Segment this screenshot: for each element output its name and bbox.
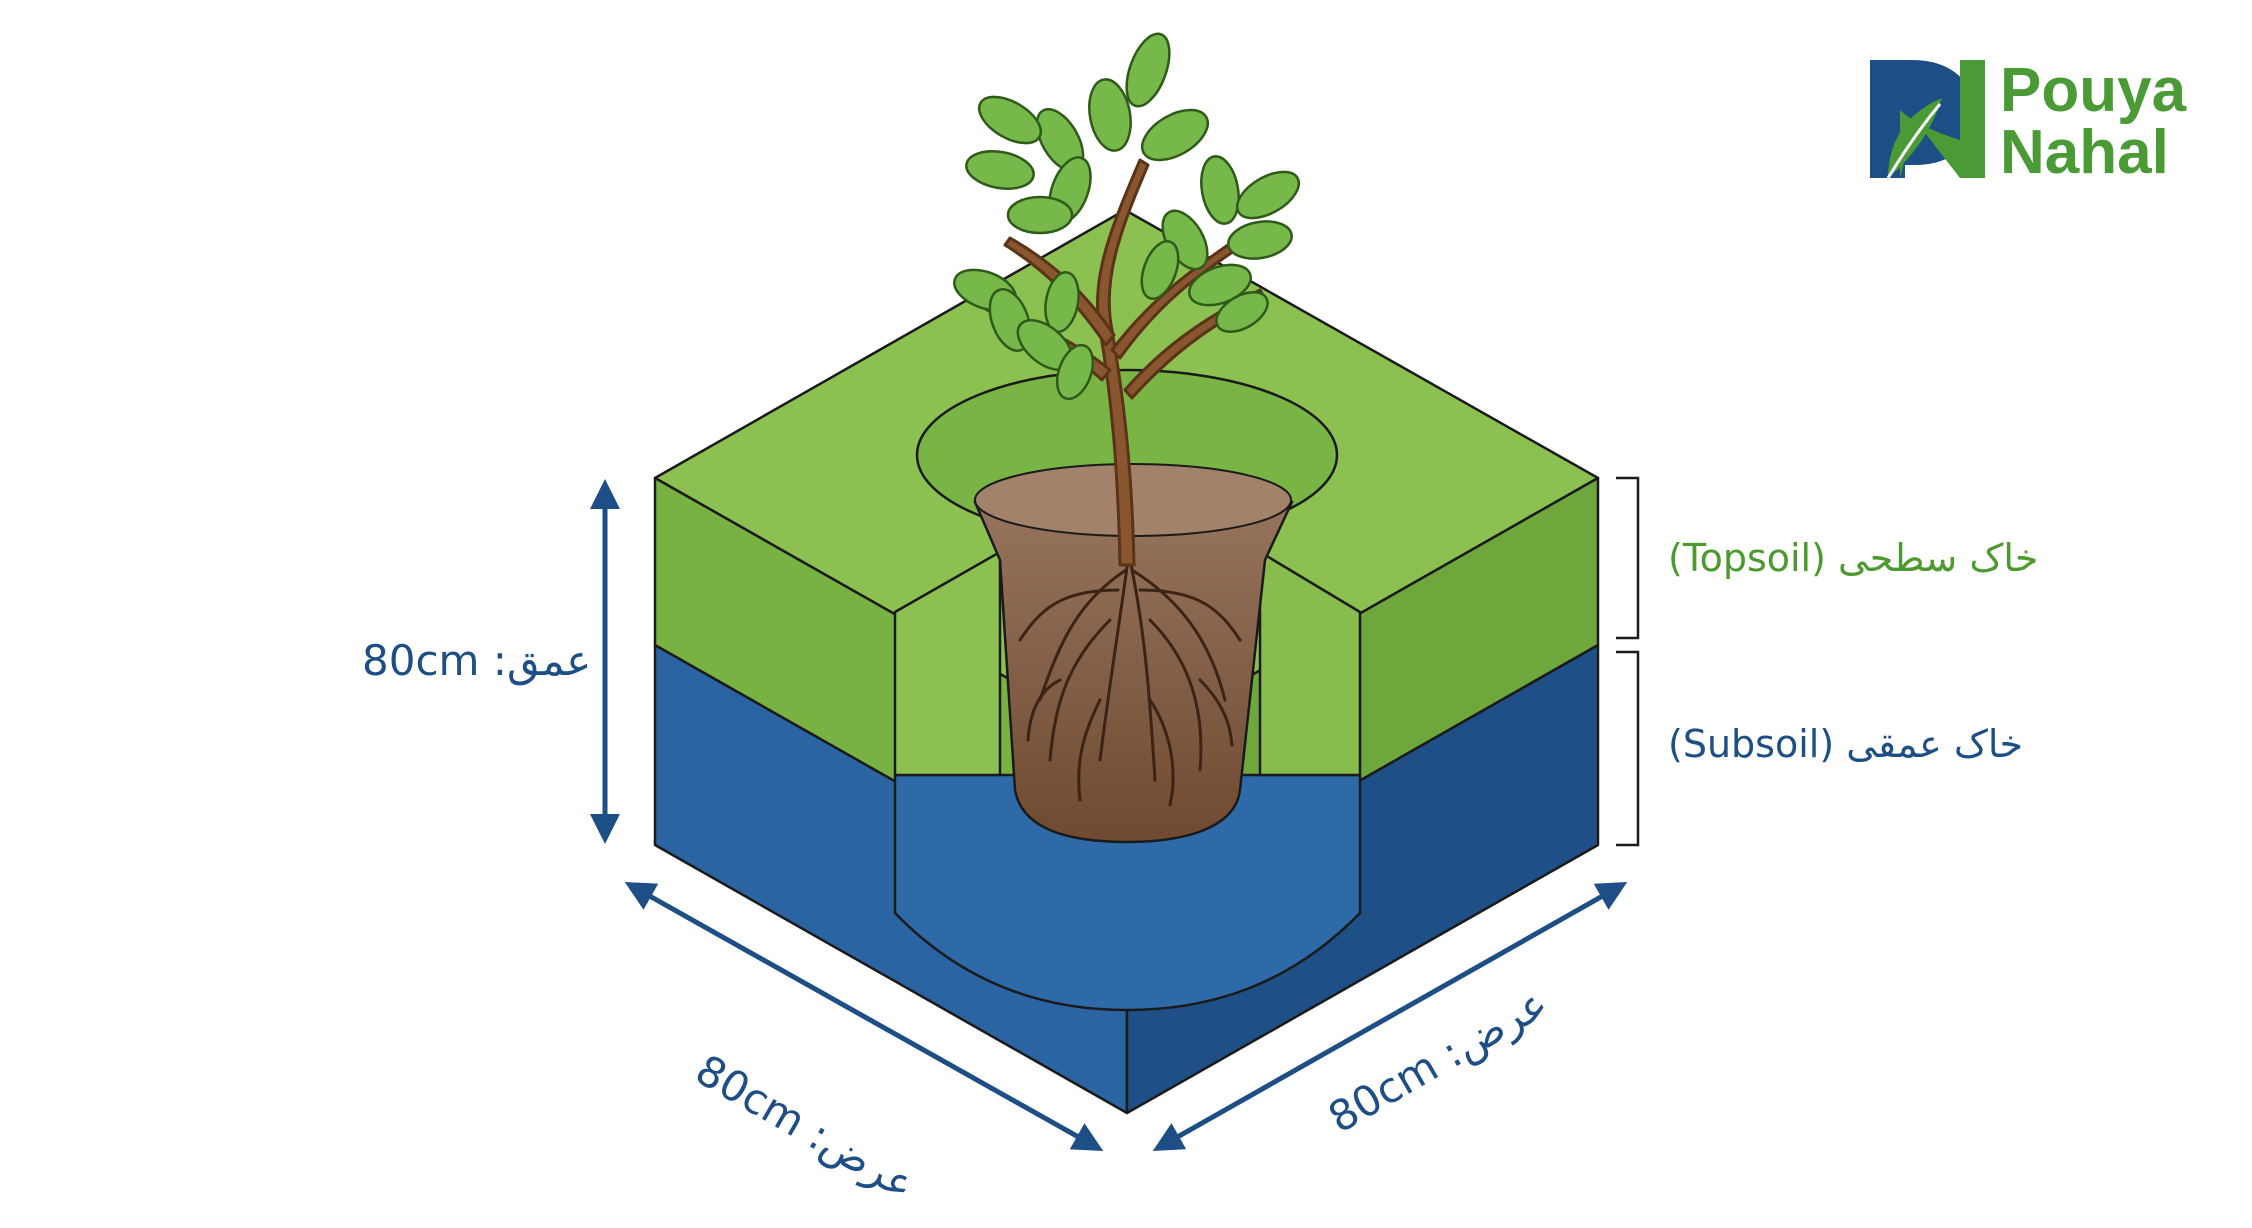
pn-leaf-logo-icon	[1870, 60, 1985, 179]
roots	[1018, 558, 1242, 807]
pit-left-topsoil-wall	[893, 550, 1002, 777]
topsoil-bracket	[1616, 476, 1640, 640]
subsoil-bracket	[1616, 650, 1640, 847]
subsoil-label: خاک عمقی (Subsoil)	[1668, 722, 2023, 766]
tree	[953, 32, 1301, 567]
pit-right-topsoil-wall	[1258, 550, 1362, 777]
topsoil-label: خاک سطحی (Topsoil)	[1668, 536, 2039, 580]
brand-name-line2: Nahal	[2000, 118, 2169, 187]
depth-label: عمق: 80cm	[362, 636, 592, 685]
tree-leaves	[953, 32, 1301, 401]
layer-brackets	[1616, 476, 1640, 847]
width-right-arrow	[1152, 882, 1628, 1151]
dimension-arrows	[590, 479, 1628, 1151]
backfill-soil	[973, 463, 1294, 844]
brand-name-line1: Pouya	[2000, 56, 2187, 125]
width-left-arrow	[624, 882, 1104, 1151]
